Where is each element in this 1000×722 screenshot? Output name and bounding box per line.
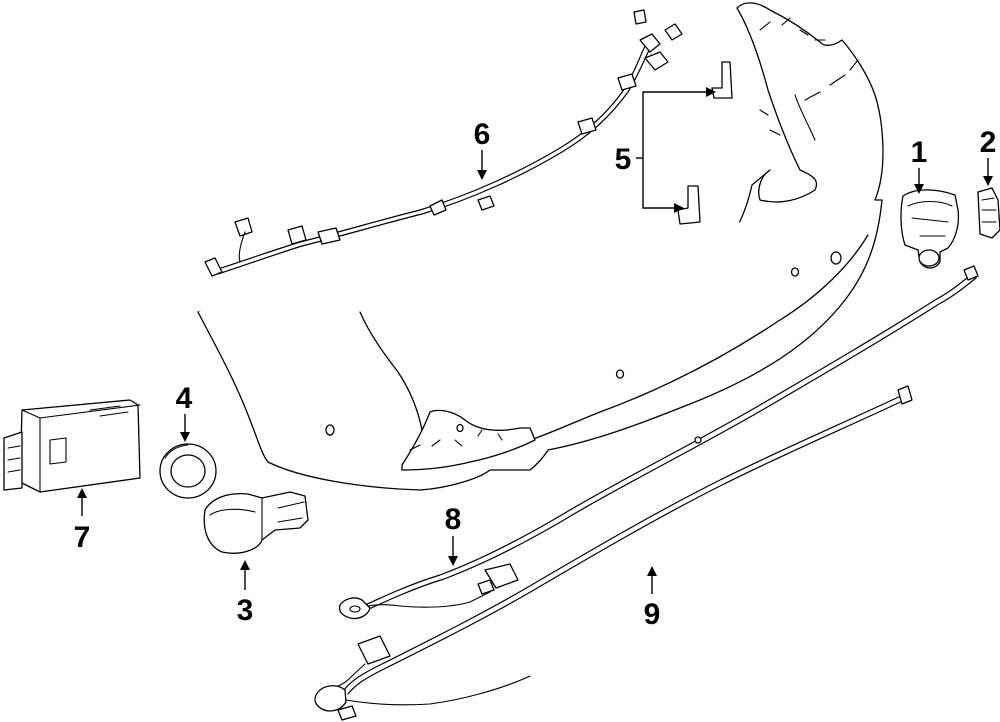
sensor-ring xyxy=(159,443,217,499)
wiring-harness xyxy=(204,9,683,277)
extension-harness-lower xyxy=(314,385,913,721)
parking-sensor-rear xyxy=(900,189,960,269)
bumper-cover xyxy=(197,2,884,491)
extension-harness-upper xyxy=(338,265,979,620)
leader-lines xyxy=(77,87,993,594)
parking-sensor-front xyxy=(203,491,309,554)
callout-6[interactable]: 6 xyxy=(474,118,491,151)
callout-labels: 1 2 3 4 5 6 7 8 9 xyxy=(74,118,997,631)
bumper-brackets xyxy=(677,61,733,225)
sensor-retainer xyxy=(977,187,1000,239)
callout-1[interactable]: 1 xyxy=(911,136,928,169)
callout-2[interactable]: 2 xyxy=(980,126,997,159)
callout-5[interactable]: 5 xyxy=(615,143,632,176)
control-module xyxy=(3,399,141,493)
callout-4[interactable]: 4 xyxy=(176,382,193,415)
callout-3[interactable]: 3 xyxy=(237,594,254,627)
callout-9[interactable]: 9 xyxy=(644,598,661,631)
callout-7[interactable]: 7 xyxy=(74,521,91,554)
callout-8[interactable]: 8 xyxy=(445,503,462,536)
